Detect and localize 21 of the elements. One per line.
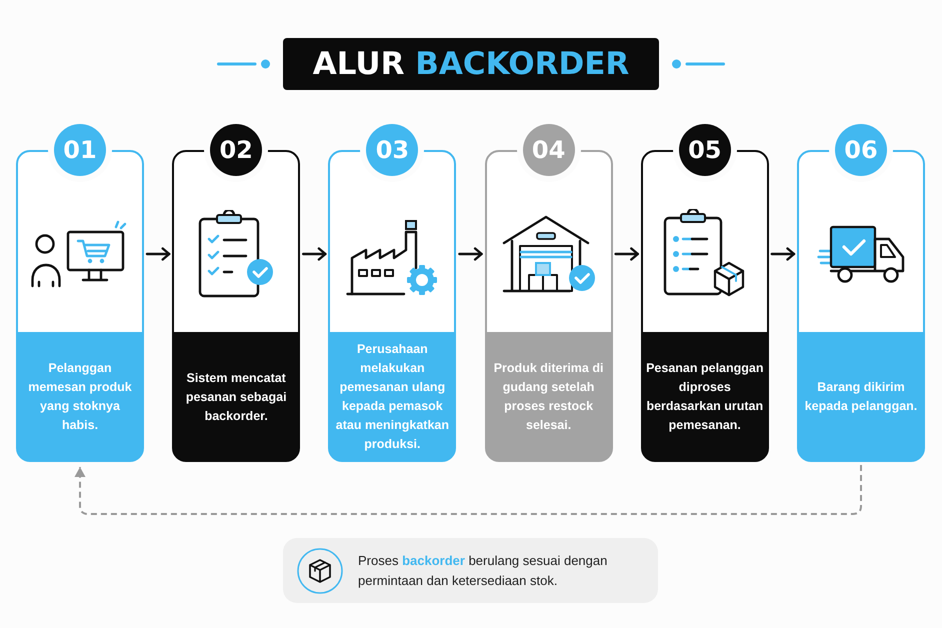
arrow	[458, 247, 483, 261]
step-number: 04	[522, 124, 575, 176]
arrow	[770, 247, 796, 261]
step-number: 06	[835, 124, 887, 176]
step-description: Pesanan pelanggan diproses berdasarkan urutan pemesanan.	[646, 360, 764, 434]
arrow	[146, 247, 170, 261]
step-description: Perusahaan melakukan pemesanan ulang kepada pemasok atau meningkatkan produksi.	[334, 341, 450, 453]
note-text: Proses backorder berulang sesuai dengan permintaan dan ketersediaan stok.	[358, 552, 608, 590]
dashed-arrow	[74, 465, 862, 515]
step-number: 03	[366, 124, 418, 176]
step-number: 05	[678, 124, 731, 176]
step-number: 01	[54, 124, 106, 176]
note-panel	[283, 538, 658, 603]
title-banner: ALUR BACKORDER	[283, 38, 659, 90]
step-description: Sistem mencatat pesanan sebagai backorder.	[184, 370, 288, 424]
arrow	[302, 247, 327, 261]
step-description: Pelanggan memesan produk yang stoknya habis.	[27, 360, 133, 434]
step-description: Barang dikirim kepada pelanggan.	[804, 379, 918, 415]
step-description: Produk diterima di gudang setelah proses restock selesai.	[492, 360, 604, 434]
step-number: 02	[210, 124, 262, 176]
arrow	[614, 247, 639, 261]
